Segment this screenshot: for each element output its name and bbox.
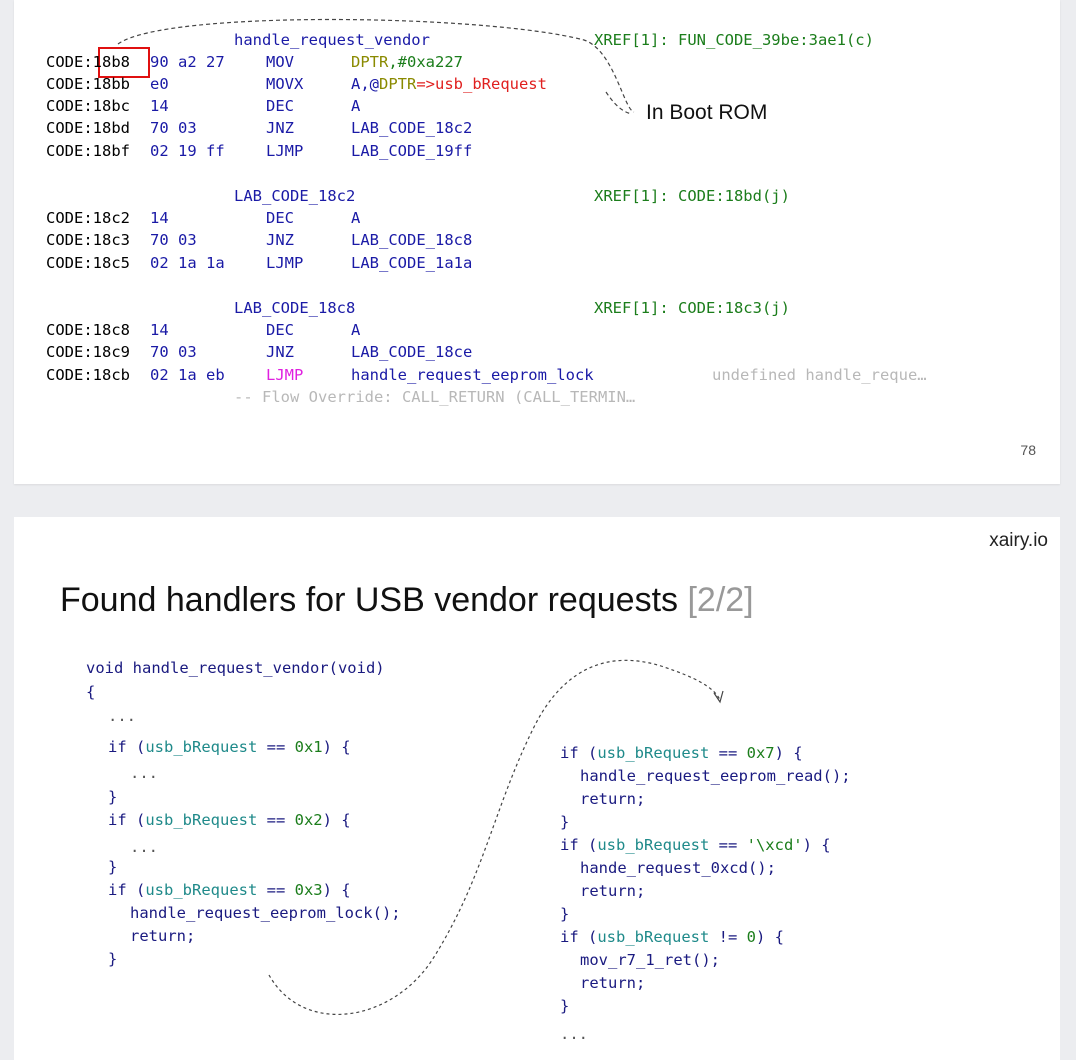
row-address: CODE:18c2 bbox=[46, 209, 130, 227]
slide-title: Found handlers for USB vendor requests [… bbox=[60, 581, 754, 620]
row-mnemonic: MOV bbox=[266, 53, 294, 71]
row-bytes: 70 03 bbox=[150, 119, 197, 137]
code-close-brace: } bbox=[560, 997, 570, 1015]
code-close-brace: } bbox=[108, 858, 118, 876]
row-mnemonic: DEC bbox=[266, 97, 294, 115]
row-mnemonic: JNZ bbox=[266, 119, 294, 137]
row-address: CODE:18bf bbox=[46, 142, 130, 160]
row-address: CODE:18c3 bbox=[46, 231, 130, 249]
row-address: CODE:18bd bbox=[46, 119, 130, 137]
code-close-brace: } bbox=[108, 950, 118, 968]
code-open-brace: { bbox=[86, 683, 96, 701]
row-address: CODE:18c8 bbox=[46, 321, 130, 339]
flow-override-comment: -- Flow Override: CALL_RETURN (CALL_TERM… bbox=[234, 388, 636, 406]
code-if-xcd: if (usb_bRequest == '\xcd') { bbox=[560, 836, 831, 854]
code-return: return; bbox=[580, 974, 646, 992]
row-bytes: 90 a2 27 bbox=[150, 53, 225, 71]
row-bytes: 14 bbox=[150, 321, 169, 339]
xref-vendor: XREF[1]: FUN_CODE_39be:3ae1(c) bbox=[594, 31, 874, 49]
row-address: CODE:18cb bbox=[46, 366, 130, 384]
code-return: return; bbox=[130, 927, 196, 945]
boot-rom-annotation: In Boot ROM bbox=[646, 101, 768, 124]
row-mnemonic: DEC bbox=[266, 209, 294, 227]
row-operands: handle_request_eeprom_lock bbox=[351, 366, 594, 384]
address-highlight-box bbox=[98, 47, 150, 78]
label-handle-request-vendor: handle_request_vendor bbox=[234, 31, 430, 49]
row-address: CODE:18c5 bbox=[46, 254, 130, 272]
slide-found-handlers: xairy.io Found handlers for USB vendor r… bbox=[14, 517, 1060, 1060]
row-bytes: 70 03 bbox=[150, 343, 197, 361]
row-mnemonic: LJMP bbox=[266, 142, 304, 160]
slide-disassembly: handle_request_vendor XREF[1]: FUN_CODE_… bbox=[14, 0, 1060, 484]
row-bytes: e0 bbox=[150, 75, 169, 93]
row-address: CODE:18b8 bbox=[46, 53, 130, 71]
code-close-brace: } bbox=[108, 788, 118, 806]
row-mnemonic: JNZ bbox=[266, 231, 294, 249]
label-lab-code-18c8: LAB_CODE_18c8 bbox=[234, 299, 356, 317]
code-return: return; bbox=[580, 790, 646, 808]
row-operands: LAB_CODE_1a1a bbox=[351, 254, 473, 272]
code-close-brace: } bbox=[560, 813, 570, 831]
code-if-0x7: if (usb_bRequest == 0x7) { bbox=[560, 744, 803, 762]
code-call-mov-r7: mov_r7_1_ret(); bbox=[580, 951, 720, 969]
slide-title-text: Found handlers for USB vendor requests bbox=[60, 581, 679, 619]
row-mnemonic: LJMP bbox=[266, 254, 304, 272]
row-mnemonic: DEC bbox=[266, 321, 294, 339]
row-address: CODE:18bc bbox=[46, 97, 130, 115]
row-mnemonic: LJMP bbox=[266, 366, 304, 384]
xref-18c2: XREF[1]: CODE:18bd(j) bbox=[594, 187, 790, 205]
row-address: CODE:18c9 bbox=[46, 343, 130, 361]
row-operands: DPTR,#0xa227 bbox=[351, 53, 463, 71]
row-mnemonic: JNZ bbox=[266, 343, 294, 361]
row-operands: A,@DPTR=>usb_bRequest bbox=[351, 75, 547, 93]
code-if-0x3: if (usb_bRequest == 0x3) { bbox=[108, 881, 351, 899]
row-bytes: 14 bbox=[150, 97, 169, 115]
slide-title-part: [2/2] bbox=[687, 581, 754, 619]
row-operands: A bbox=[351, 321, 361, 339]
row-bytes: 02 1a 1a bbox=[150, 254, 225, 272]
code-if-0x1: if (usb_bRequest == 0x1) { bbox=[108, 738, 351, 756]
code-if-nonzero: if (usb_bRequest != 0) { bbox=[560, 928, 784, 946]
row-bytes: 70 03 bbox=[150, 231, 197, 249]
page-number: 78 bbox=[1020, 442, 1036, 458]
row-bytes: 02 1a eb bbox=[150, 366, 225, 384]
row-operands: LAB_CODE_19ff bbox=[351, 142, 473, 160]
xref-18c8: XREF[1]: CODE:18c3(j) bbox=[594, 299, 790, 317]
code-call-0xcd: hande_request_0xcd(); bbox=[580, 859, 776, 877]
row-operands: A bbox=[351, 209, 361, 227]
row-operands: A bbox=[351, 97, 361, 115]
code-ellipsis: ... bbox=[130, 764, 158, 782]
row-operands: LAB_CODE_18c2 bbox=[351, 119, 473, 137]
code-ellipsis: ... bbox=[560, 1025, 588, 1043]
code-return: return; bbox=[580, 882, 646, 900]
code-signature: void handle_request_vendor(void) bbox=[86, 659, 385, 677]
brand-label: xairy.io bbox=[989, 530, 1048, 551]
row-address: CODE:18bb bbox=[46, 75, 130, 93]
code-call-eeprom-read: handle_request_eeprom_read(); bbox=[580, 767, 851, 785]
code-ellipsis: ... bbox=[108, 707, 136, 725]
label-lab-code-18c2: LAB_CODE_18c2 bbox=[234, 187, 356, 205]
row-bytes: 02 19 ff bbox=[150, 142, 225, 160]
row-bytes: 14 bbox=[150, 209, 169, 227]
code-close-brace: } bbox=[560, 905, 570, 923]
row-operands: LAB_CODE_18c8 bbox=[351, 231, 473, 249]
row-mnemonic: MOVX bbox=[266, 75, 304, 93]
code-if-0x2: if (usb_bRequest == 0x2) { bbox=[108, 811, 351, 829]
code-call-eeprom-lock: handle_request_eeprom_lock(); bbox=[130, 904, 401, 922]
row-operands: LAB_CODE_18ce bbox=[351, 343, 473, 361]
comment-undefined: undefined handle_reque… bbox=[712, 366, 927, 384]
code-ellipsis: ... bbox=[130, 838, 158, 856]
